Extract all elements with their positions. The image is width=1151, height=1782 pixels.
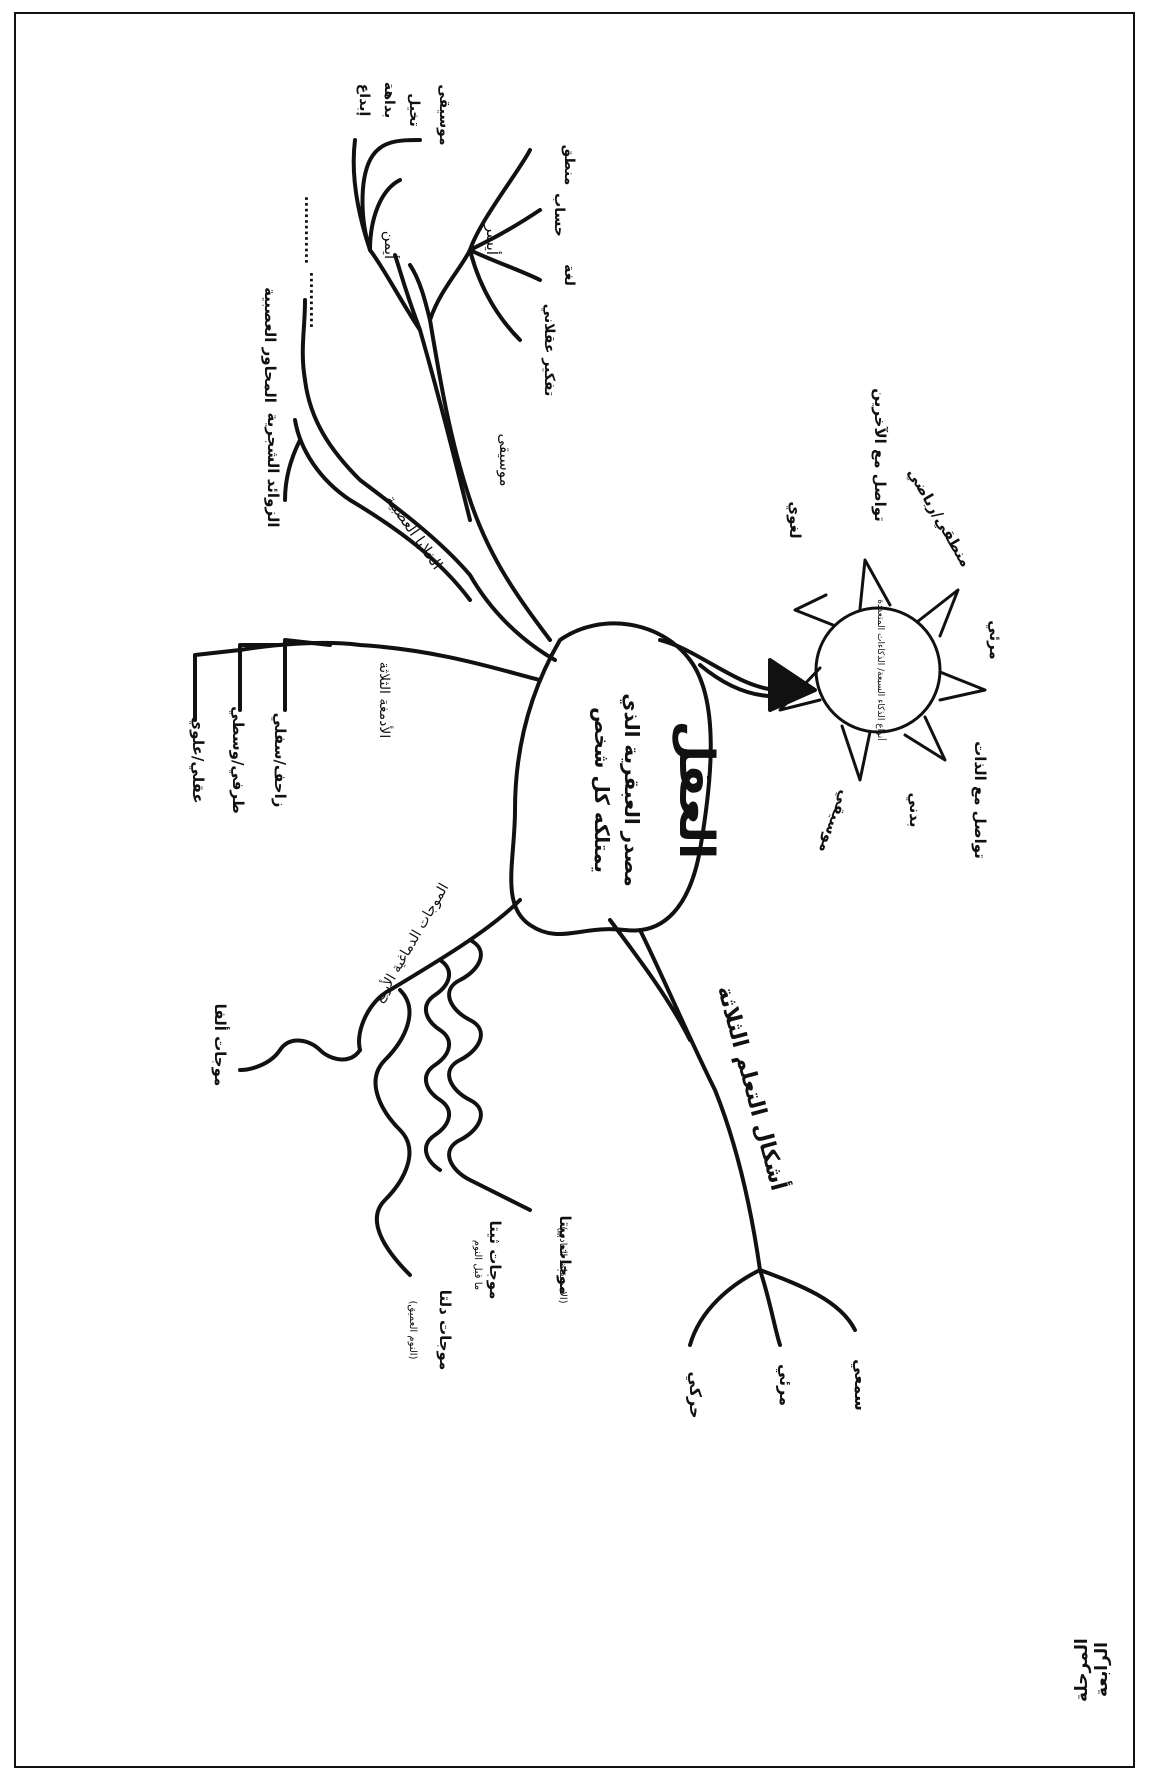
neuron-label: المحاور العصبية [261, 287, 279, 403]
wave-note-label: (النوم العميق) [407, 1301, 418, 1360]
brain-label: عقلي/علوي [188, 716, 207, 803]
neurons-branch-line [305, 380, 555, 660]
wave-beta [449, 940, 530, 1210]
wave-delta [376, 990, 410, 1275]
left-hemisphere-items: منطق حساب لغة تفكير عقلاني [541, 145, 577, 397]
sun-center-text: أنواع الذكاء السبعة/ الذكاءات المتعددة [875, 599, 887, 741]
neurons-branch-line-2 [295, 420, 470, 600]
sun-ray-label: منطقي/رياضي [904, 465, 975, 570]
neuron-label: ............ [301, 196, 319, 264]
sun-ray-label: موسيقي [815, 788, 854, 856]
brain-labels: زاحف/سفلي طرفي/وسطي عقلي/علوي [188, 706, 289, 814]
wave-labels: موجات بيتا(الاستيقاظ العادي)موجات ثيتاما… [211, 1004, 574, 1371]
brain-label: زاحف/سفلي [271, 713, 289, 808]
left-hemisphere-fork [470, 150, 540, 340]
wave-note-label: ما قبل النوم [472, 1240, 483, 1290]
left-hemisphere-item: لغة [561, 264, 577, 286]
left-hemisphere-item: منطق [561, 145, 577, 186]
center-line1: مصدر العبقرية الذي [619, 693, 644, 887]
center-title: العقل [668, 721, 724, 860]
left-hemisphere-item: حساب [551, 193, 567, 237]
waves-branch-label: الموجات الدماغية الأربع [369, 880, 452, 1006]
learning-branch-label: أشكال التعلم الثلاثة [712, 982, 795, 1193]
brain-label: طرفي/وسطي [229, 706, 247, 814]
neuron-label: .......... [306, 272, 324, 329]
right-hemisphere-item: موسيقى [436, 84, 452, 145]
learning-branch-line-2 [610, 920, 690, 1040]
stage-label: المرحلة الرابعة [1072, 1610, 1108, 1730]
neuron-label: الزوائد الشجرية [264, 413, 282, 528]
right-hemisphere-item: تخيل [406, 93, 422, 127]
right-hemisphere-item: بداهة [381, 82, 397, 118]
neuron-labels: المحاور العصبية الزوائد الشجرية..........… [261, 196, 324, 528]
sun-ray-label: تواصل مع الذات [971, 741, 989, 859]
neurons-branch-label: الخلايا العصبية [382, 491, 447, 573]
sun-ray-label: تواصل مع الآخرين [871, 388, 889, 522]
wave-note-label: (الاستيقاظ العادي) [557, 1226, 568, 1303]
learning-leaf-label: سمعي [850, 1359, 870, 1411]
sun-ray-label: بدني [906, 792, 924, 827]
wave-alpha [240, 1041, 360, 1070]
learning-leaves: سمعي مرئي حركي [685, 1359, 870, 1418]
hemispheres-branch-label: موسيقى [496, 434, 514, 487]
sun-ray-labels: لغوي تواصل مع الآخرين منطقي/رياضي مرئي تواصل… [785, 388, 1004, 859]
right-hemisphere-item: إبداع [356, 84, 372, 117]
right-hemisphere-label: أيمن [381, 231, 400, 259]
wave-name-label: موجات دلتا [436, 1290, 454, 1371]
wave-name-label: موجات ثيتا [486, 1221, 504, 1300]
learning-leaf-label: حركي [685, 1372, 705, 1419]
right-hemisphere-items: موسيقى تخيل بداهة إبداع [356, 82, 452, 146]
wave-theta [426, 960, 449, 1170]
wave-name-label: موجات ألفا [211, 1004, 230, 1087]
learning-leaves-lines [690, 1270, 855, 1345]
brains-branch-label: الأدمغة الثلاثة [376, 662, 394, 738]
center-line2: يمتلكه كل شخص [590, 707, 614, 873]
sun-ray-label: مرئي [986, 620, 1004, 659]
brains-leaves-lines [195, 640, 330, 720]
neurons-leaves-lines [285, 300, 305, 500]
left-hemisphere-item: تفكير عقلاني [541, 304, 557, 396]
left-hemisphere-label: أيسر [483, 224, 502, 255]
sun-ray-label: لغوي [785, 501, 804, 538]
hemispheres-branch-line-2 [395, 255, 470, 520]
learning-leaf-label: مرئي [775, 1364, 795, 1406]
sun-branch-line [660, 640, 780, 690]
